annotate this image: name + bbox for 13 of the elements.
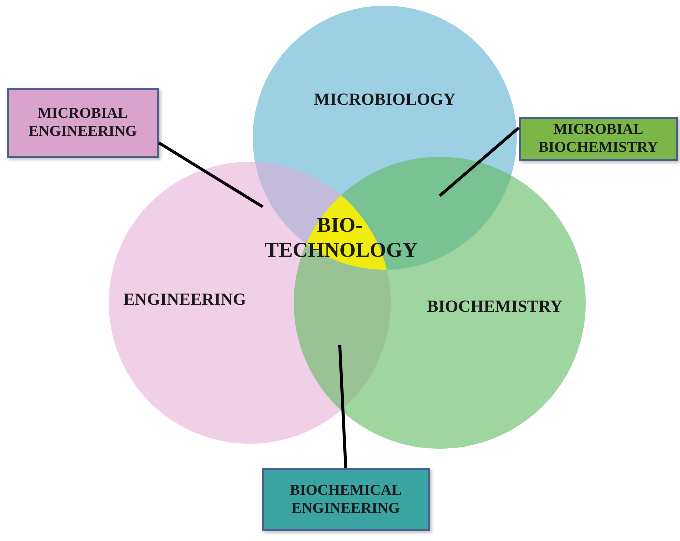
box-label: BIOCHEMICAL ENGINEERING xyxy=(289,482,403,518)
circle-label: BIOCHEMISTRY xyxy=(427,297,563,317)
leader-line xyxy=(158,142,264,208)
label-box xyxy=(7,88,159,158)
label-box xyxy=(519,117,678,161)
circle-label: ENGINEERING xyxy=(124,290,246,310)
label-box xyxy=(262,468,430,531)
leader-line xyxy=(439,126,520,198)
leader-line xyxy=(338,344,348,468)
circle-label: MICROBIOLOGY xyxy=(314,90,456,110)
center-label: BIO- TECHNOLOGY xyxy=(265,213,415,262)
box-label: MICROBIAL BIOCHEMISTRY xyxy=(538,121,660,157)
box-label: MICROBIAL ENGINEERING xyxy=(28,105,138,141)
